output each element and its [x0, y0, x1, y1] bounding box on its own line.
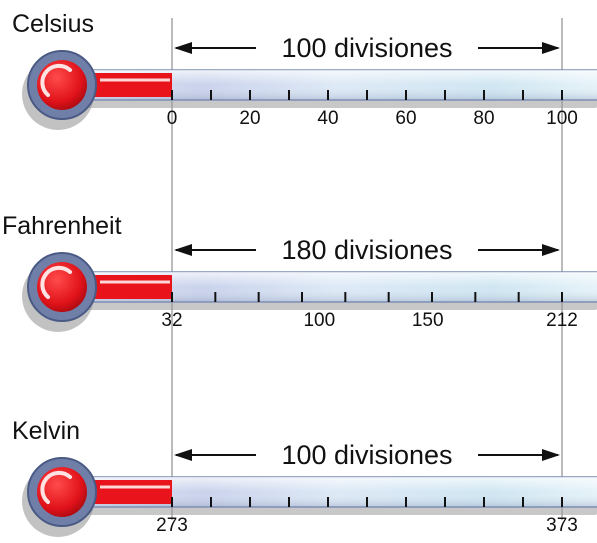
tick-label: 373	[546, 515, 578, 536]
bulb-highlight	[40, 63, 72, 97]
tick-label: 100	[546, 108, 578, 129]
scale-name: Kelvin	[12, 417, 80, 445]
scale-name: Fahrenheit	[2, 212, 122, 240]
tick-label: 20	[239, 108, 260, 129]
thermometer-celsius: Celsius 100 divisiones 0 20 40 60 80 100	[12, 10, 597, 130]
arrow-head-right-icon	[542, 244, 560, 256]
bulb-highlight	[40, 470, 72, 504]
thermometer-bulb	[37, 60, 87, 110]
arrow-head-left-icon	[174, 449, 192, 461]
thermometer-kelvin: Kelvin 100 divisiones 273 373	[12, 417, 597, 537]
tick-label: 273	[156, 515, 188, 536]
thermometer-bulb	[37, 467, 87, 517]
tick-label: 100	[303, 310, 335, 331]
tick-label: 40	[317, 108, 338, 129]
arrow-head-left-icon	[174, 42, 192, 54]
arrow-head-right-icon	[542, 449, 560, 461]
arrow-head-left-icon	[174, 244, 192, 256]
tick-label: 150	[412, 310, 444, 331]
divisions-label: 100 divisiones	[281, 33, 452, 63]
divisions-label: 180 divisiones	[281, 235, 452, 265]
thermometer-bulb	[37, 262, 87, 312]
divisions-label: 100 divisiones	[281, 440, 452, 470]
scale-name: Celsius	[12, 10, 94, 38]
tick-label: 60	[395, 108, 416, 129]
arrow-head-right-icon	[542, 42, 560, 54]
tick-label: 212	[546, 310, 578, 331]
bulb-highlight	[40, 265, 72, 299]
tick-label: 0	[167, 108, 178, 129]
tick-label: 80	[473, 108, 494, 129]
thermometer-fahrenheit: Fahrenheit 180 divisiones 32 100 150 212	[2, 212, 597, 332]
tick-label: 32	[161, 310, 182, 331]
